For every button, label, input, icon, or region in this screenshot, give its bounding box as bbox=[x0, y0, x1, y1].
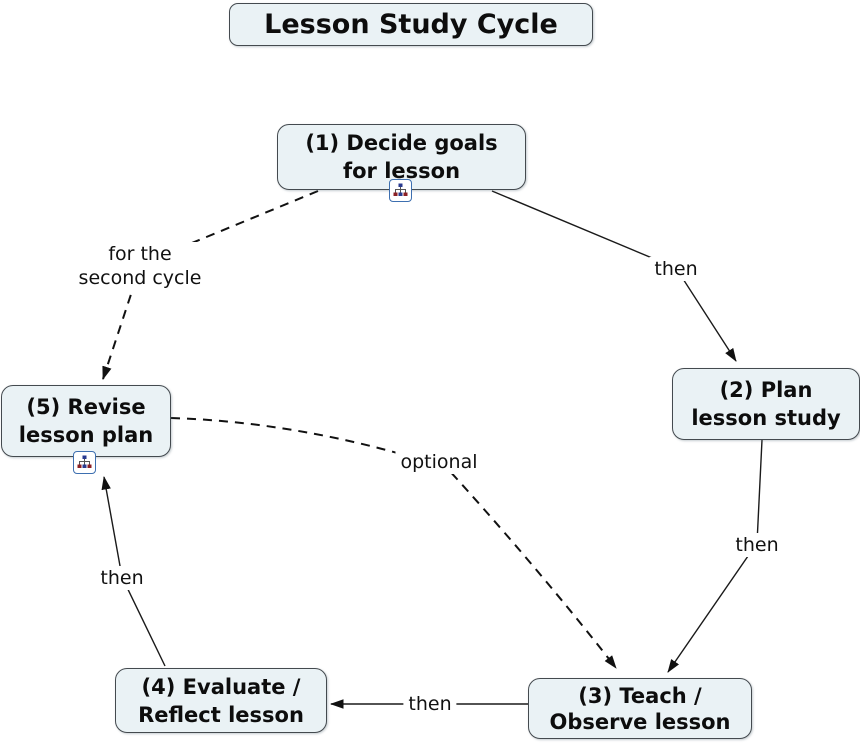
edge-revise-to-teach-line bbox=[170, 417, 617, 669]
edge-decide-to-revise-line bbox=[102, 190, 319, 380]
node-label-line: (3) Teach / bbox=[578, 683, 702, 708]
node-label-line: Reflect lesson bbox=[138, 702, 304, 727]
edge-label-then-4[interactable]: then bbox=[95, 566, 149, 590]
concept-map-icon[interactable] bbox=[389, 179, 412, 202]
node-label-line: lesson plan bbox=[18, 423, 154, 447]
node-label-line: (5) Revise bbox=[26, 395, 146, 419]
node-label-line: (1) Decide goals bbox=[305, 131, 498, 155]
node-revise-lesson-plan[interactable]: (5) Revise lesson plan bbox=[1, 385, 171, 457]
node-label-line: (4) Evaluate / bbox=[141, 674, 301, 699]
node-label-line: lesson study bbox=[691, 406, 841, 430]
edge-label-second-cycle[interactable]: for the second cycle bbox=[73, 242, 207, 290]
node-plan-lesson-study[interactable]: (2) Plan lesson study bbox=[672, 368, 860, 440]
node-label-line: (2) Plan bbox=[719, 378, 813, 402]
page-title[interactable]: Lesson Study Cycle bbox=[229, 3, 593, 46]
edge-label-then-2[interactable]: then bbox=[730, 533, 784, 557]
node-teach-observe[interactable]: (3) Teach / Observe lesson bbox=[528, 678, 752, 739]
edge-label-then-3[interactable]: then bbox=[403, 692, 457, 716]
edge-label-optional[interactable]: optional bbox=[395, 450, 483, 474]
node-evaluate-reflect[interactable]: (4) Evaluate / Reflect lesson bbox=[115, 668, 327, 733]
node-label-line: Observe lesson bbox=[549, 709, 731, 734]
edge-label-then-1[interactable]: then bbox=[649, 257, 703, 281]
concept-map-icon[interactable] bbox=[73, 451, 96, 474]
